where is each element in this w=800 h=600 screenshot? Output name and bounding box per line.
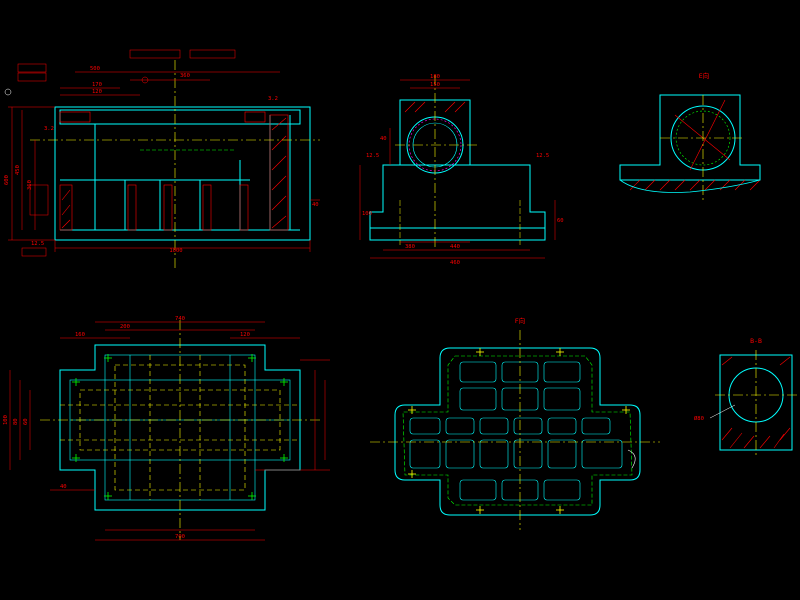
plan-dim-5: 80 [13,418,19,425]
plan-bottom-dim: 700 [175,534,185,540]
front-right-dim: 40 [312,202,319,208]
side-view-outline [369,99,546,241]
front-overall-width: 1000 [169,248,182,254]
side-dim-2: 440 [450,244,460,250]
side-hatch [404,101,466,113]
bottom-view-hole-markers [408,348,630,514]
front-left-dim-3: 360 [27,180,33,190]
side-dim-3: 380 [405,244,415,250]
bottom-view-outline [394,347,641,516]
bottom-view-label: F向 [515,316,525,325]
front-roughness-2: 3.2 [268,96,278,102]
front-view: 1000 600 450 360 40 500 360 170 120 3.2 … [4,49,320,270]
plan-dimensions [9,321,330,541]
section-bb-label: B-B [750,337,762,345]
front-left-dim-1: 600 [4,175,10,185]
front-top-dim-3: 170 [92,82,102,88]
side-dim-5: 150 [430,82,440,88]
front-roughness-1: 3.2 [44,126,54,132]
plan-view: 740 700 200 160 120 100 80 60 40 [3,316,330,541]
plan-dim-3: 120 [240,332,250,338]
side-roughness-1: 12.5 [366,153,379,159]
side-dim-1: 460 [450,260,460,266]
section-bb-note: Ø80 [694,415,704,422]
bottom-view-cells [409,361,623,501]
plan-dim-4: 100 [3,415,9,425]
side-dim-8: 40 [380,136,387,142]
plan-outline [59,344,301,511]
front-left-dim-2: 450 [15,165,21,175]
plan-dim-2: 160 [75,332,85,338]
front-top-dim-1: 500 [90,66,100,72]
section-bb-view: B-B Ø80 [694,337,797,455]
section-bb-hatch [721,356,791,449]
plan-top-dim: 740 [175,316,185,322]
side-roughness-2: 12.5 [536,153,549,159]
side-dim-6: 100 [362,211,372,217]
bottom-view-f: F向 [370,316,660,530]
front-dimensions [8,49,320,257]
section-e-view: E向 [619,71,761,200]
side-dimensions [359,79,556,259]
section-e-hatch [629,179,761,191]
plan-hole-markers [72,354,288,500]
side-dim-4: 180 [430,74,440,80]
front-view-outline [54,106,311,241]
plan-dim-1: 200 [120,324,130,330]
side-dim-7: 60 [557,218,564,224]
plan-dim-6: 60 [23,418,29,425]
side-view: 460 440 380 180 150 100 60 40 12.5 12.5 [359,74,564,266]
front-top-dim-2: 360 [180,73,190,79]
front-top-dim-4: 120 [92,89,102,95]
front-roughness-3: 12.5 [31,241,44,247]
front-hatch [59,111,289,231]
plan-dim-7: 40 [60,484,67,490]
section-e-label: E向 [699,71,709,80]
